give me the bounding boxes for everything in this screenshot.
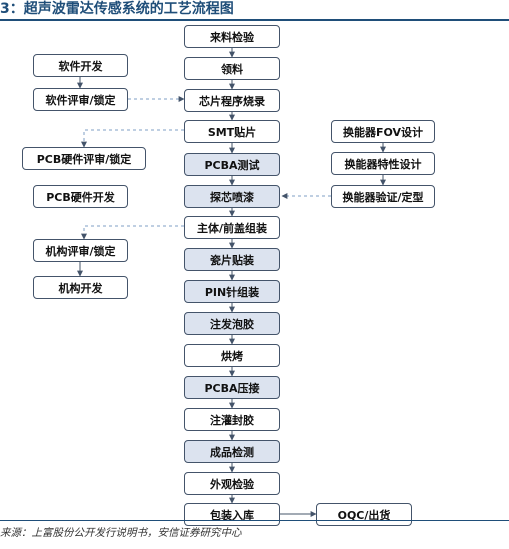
node-pin-assembly: PIN针组装: [184, 280, 280, 303]
dashed-smt-to-pcb-review: [81, 129, 184, 148]
node-smt-mount: SMT贴片: [184, 120, 280, 143]
node-probe-spray: 探芯喷漆: [184, 185, 280, 208]
node-software-dev: 软件开发: [33, 54, 128, 77]
node-final-test: 成品检测: [184, 440, 280, 463]
node-oqc-shipping: OQC/出货: [316, 503, 412, 526]
node-body-cover-assembly: 主体/前盖组装: [184, 216, 280, 239]
node-mech-dev: 机构开发: [33, 276, 128, 299]
figure-title: 3：超声波雷达传感系统的工艺流程图: [0, 1, 234, 17]
node-incoming-inspection: 来料检验: [184, 25, 280, 48]
node-pcba-test: PCBA测试: [184, 153, 280, 176]
node-pcb-dev: PCB硬件开发: [33, 185, 128, 208]
node-material-pick: 领料: [184, 57, 280, 80]
node-baking: 烘烤: [184, 344, 280, 367]
node-transducer-verify: 换能器验证/定型: [331, 185, 435, 208]
node-software-review: 软件评审/锁定: [33, 88, 128, 111]
node-pcb-review: PCB硬件评审/锁定: [22, 147, 146, 170]
title-rule: [0, 19, 509, 21]
source-note: 来源：上富股份公开发行说明书，安信证券研究中心: [0, 527, 242, 539]
node-transducer-char: 换能器特性设计: [331, 152, 435, 175]
node-ceramic-mount: 瓷片贴装: [184, 248, 280, 271]
source-rule: [0, 520, 509, 521]
node-chip-programming: 芯片程序烧录: [184, 89, 280, 112]
node-visual-inspection: 外观检验: [184, 472, 280, 495]
node-pcba-press: PCBA压接: [184, 376, 280, 399]
node-transducer-fov: 换能器FOV设计: [331, 120, 435, 143]
node-potting: 注灌封胶: [184, 408, 280, 431]
dashed-body-to-mech-review: [81, 225, 184, 240]
node-mech-review: 机构评审/锁定: [33, 239, 128, 262]
node-glue-foam: 注发泡胶: [184, 312, 280, 335]
node-packing-storage: 包装入库: [184, 503, 280, 526]
